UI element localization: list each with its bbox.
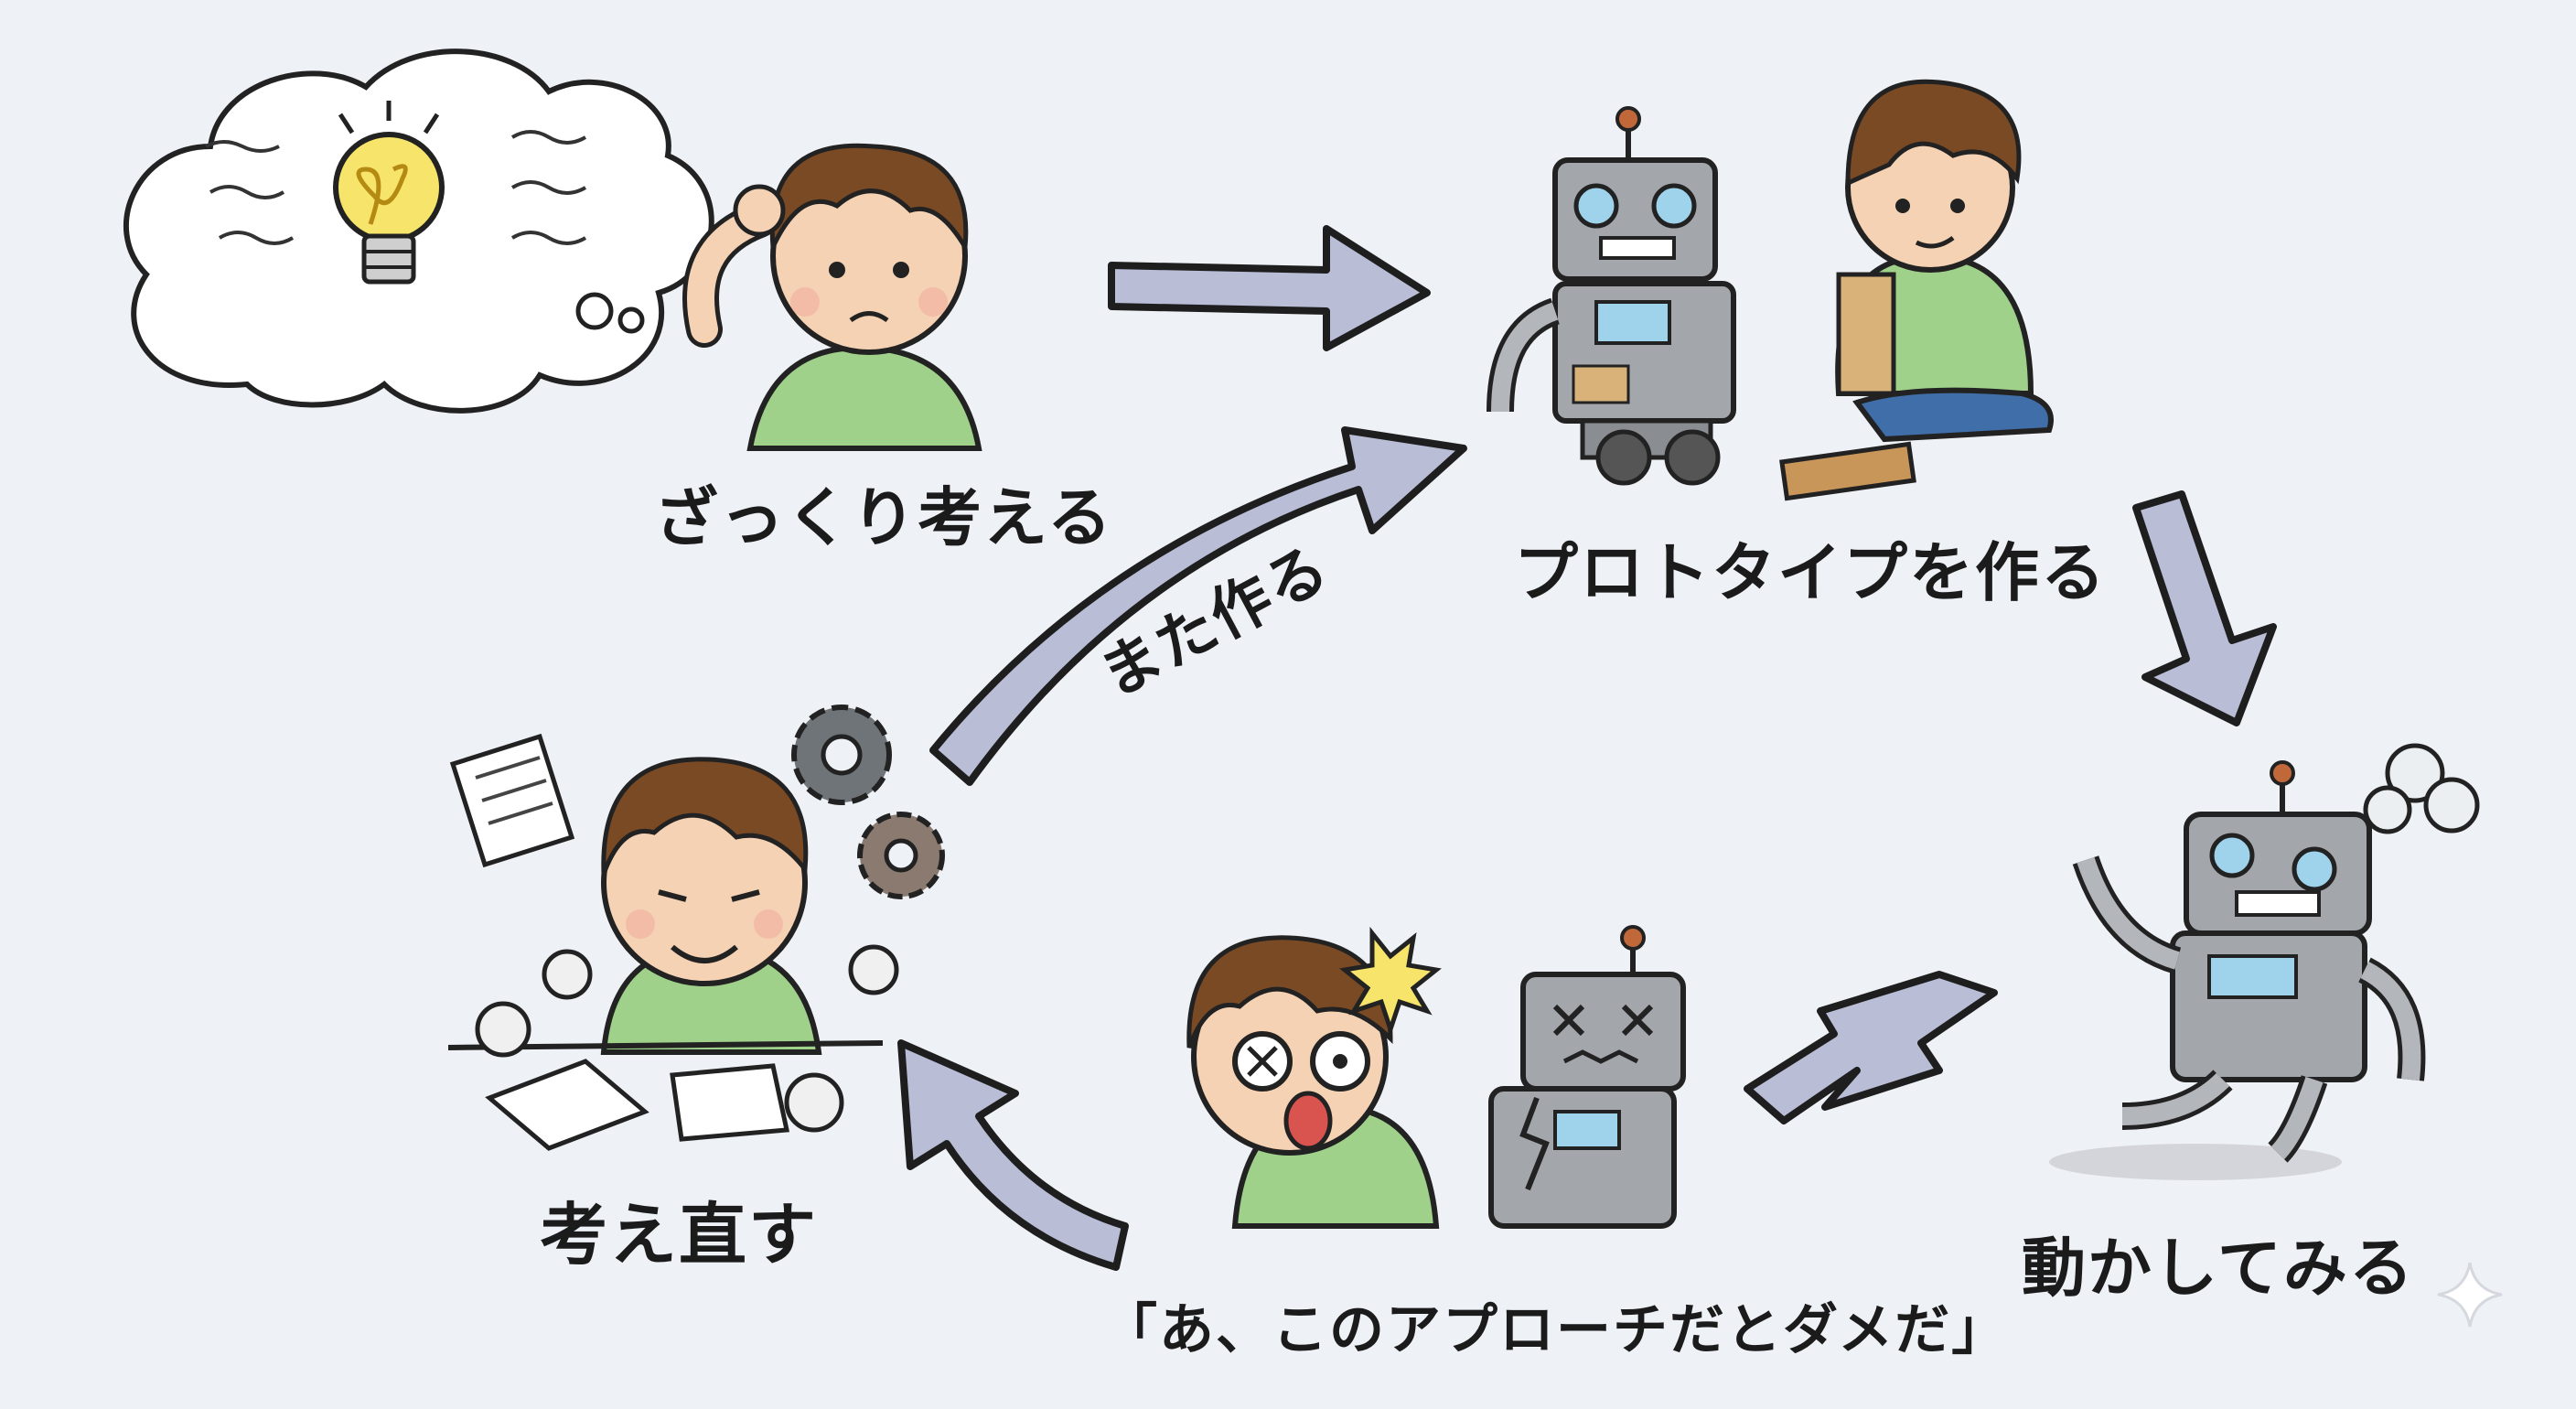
boy-rethinking	[600, 757, 822, 1055]
label-realization: 「あ、このアプローチだとダメだ」	[1102, 1298, 2009, 1362]
label-think-roughly: ざっくり考える	[654, 480, 1113, 555]
arrow-build-to-try	[2132, 490, 2277, 726]
label-try-running: 動かしてみる	[2022, 1231, 2415, 1306]
arrow-realization-to-rethink	[897, 1039, 1129, 1271]
cardboard-pieces	[1779, 441, 1916, 501]
boy-thinking	[682, 143, 982, 451]
alert-burst-icon	[1339, 926, 1442, 1037]
arrow-try-to-realization	[1744, 971, 1998, 1124]
boy-building	[1835, 79, 2054, 443]
boy-shocked	[1186, 935, 1440, 1229]
desk-with-papers	[447, 944, 899, 1151]
steam-puff-icon	[2363, 743, 2480, 834]
label-build-prototype: プロトタイプを作る	[1514, 535, 2107, 610]
lightbulb-icon	[333, 101, 445, 285]
robot-walking	[2049, 760, 2426, 1180]
gear-icon	[791, 704, 945, 899]
label-rethink: 考え直す	[540, 1196, 818, 1275]
arrow-rethink-to-build	[929, 426, 1467, 786]
paper-document-icon	[449, 733, 575, 868]
robot-broken	[1488, 925, 1686, 1229]
robot-being-built	[1487, 106, 1736, 486]
arrow-think-to-build	[1108, 225, 1431, 351]
sparkle-icon	[2437, 1262, 2503, 1328]
